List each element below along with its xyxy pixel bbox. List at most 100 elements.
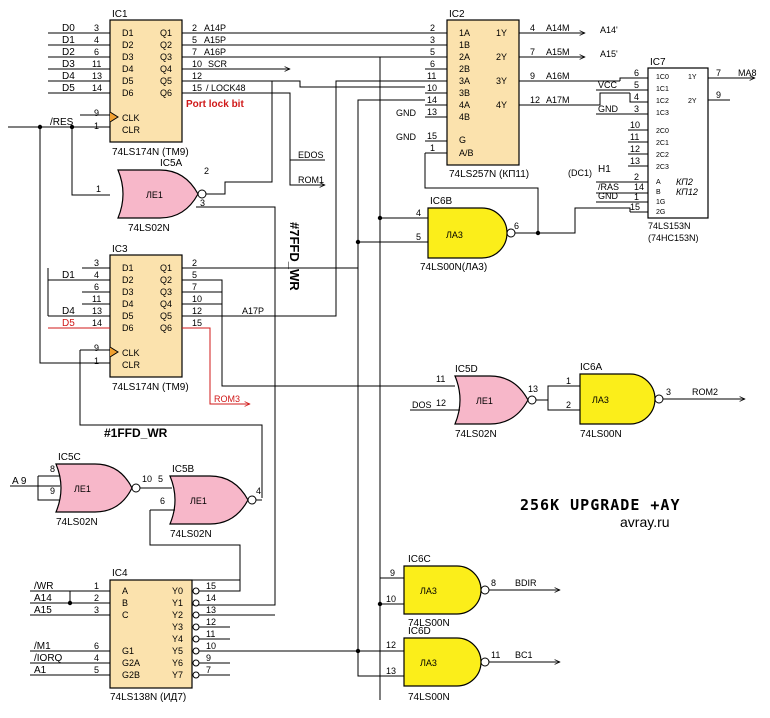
ic2-body — [446, 19, 520, 166]
svg-text:11: 11 — [206, 629, 215, 639]
sig-a17p: A17P — [242, 306, 264, 316]
site-text: avray.ru — [620, 514, 670, 530]
ic2-gnd-b: GND — [396, 132, 417, 142]
ic7-pin-1y: 1Y — [688, 74, 697, 81]
sig-a15-out: A15' — [600, 49, 618, 59]
sig-d5: D5 — [62, 83, 75, 94]
ic2: IC2 74LS257N (КП11) 1A 1B 2A 2B 3A 3B 4A… — [380, 9, 630, 180]
ic7-pin-a: A — [656, 179, 661, 186]
ic1-part: 74LS174N (ТМ9) — [112, 147, 189, 158]
ic4: IC4 74LS138N (ИД7) A B C G1 G2A G2B Y0 Y… — [30, 568, 358, 703]
ic5c-sym: ЛЕ1 — [74, 484, 91, 494]
ic1-pin-q5: Q5 — [160, 76, 172, 86]
ic7-pin-2g: 2G — [656, 209, 665, 216]
ic4-name: IC4 — [112, 568, 128, 579]
svg-text:15: 15 — [192, 83, 202, 93]
ic5c-name: IC5C — [58, 452, 81, 463]
svg-text:9: 9 — [94, 343, 99, 353]
svg-text:13: 13 — [630, 156, 640, 166]
ic4-pin-g2a: G2A — [122, 658, 140, 668]
svg-text:4: 4 — [634, 92, 639, 102]
svg-text:12: 12 — [436, 398, 446, 408]
svg-text:12: 12 — [630, 144, 640, 154]
ic5b-part: 74LS02N — [170, 529, 212, 540]
ic7-part2: (74HC153N) — [648, 233, 699, 243]
svg-text:14: 14 — [206, 593, 216, 603]
svg-text:15: 15 — [206, 581, 216, 591]
svg-text:11: 11 — [427, 71, 436, 81]
ic4-pin-y7: Y7 — [172, 670, 183, 680]
ic7-pin-1g: 1G — [656, 199, 665, 206]
ic1-pin-q6: Q6 — [160, 88, 172, 98]
ic1-pin-clr: CLR — [122, 125, 141, 135]
ic2-pin-3y: 3Y — [496, 76, 507, 86]
svg-text:13: 13 — [92, 306, 102, 316]
ic2-pin-3a: 3A — [459, 76, 470, 86]
ic4-pin-y6: Y6 — [172, 658, 183, 668]
sig-rom2: ROM2 — [692, 387, 718, 397]
ic7-h1: H1 — [598, 164, 611, 175]
svg-text:1: 1 — [94, 121, 99, 131]
ic6a-sym: ЛА3 — [592, 395, 609, 405]
ic2-pin-1b: 1B — [459, 40, 470, 50]
ic4-pin-c: C — [122, 610, 129, 620]
ic7-pin-2c3: 2C3 — [656, 164, 669, 171]
ic7-pin-2y: 2Y — [688, 98, 697, 105]
svg-text:2: 2 — [430, 23, 435, 33]
svg-text:2: 2 — [566, 400, 571, 410]
ic7-body — [647, 67, 709, 219]
sig-dos: DOS — [412, 400, 432, 410]
ic4-pin-a: A — [122, 586, 128, 596]
ic1-pin-d4: D4 — [122, 64, 134, 74]
svg-text:7: 7 — [206, 665, 211, 675]
ic2-pin-g: G — [459, 135, 466, 145]
note-1ffd: #1FFD_WR — [104, 426, 168, 440]
svg-text:9: 9 — [94, 108, 99, 118]
svg-text:12: 12 — [192, 306, 202, 316]
svg-text:10: 10 — [192, 294, 202, 304]
sig-a9: A 9 — [12, 476, 27, 487]
svg-text:5: 5 — [158, 474, 163, 484]
gate-ic6a: ЛА3 IC6A 74LS00N 3 ROM2 — [579, 362, 745, 440]
ic1-pin-q1: Q1 — [160, 28, 172, 38]
sig-scr: SCR — [208, 59, 228, 69]
svg-text:10: 10 — [142, 474, 152, 484]
ic5d-sym: ЛЕ1 — [476, 396, 493, 406]
svg-text:3: 3 — [94, 258, 99, 268]
ic7-kp2: КП12 — [676, 187, 698, 197]
svg-text:1: 1 — [430, 143, 435, 153]
ic7-part: 74LS153N — [648, 221, 691, 231]
svg-text:6: 6 — [430, 59, 435, 69]
svg-text:11: 11 — [436, 374, 445, 384]
ic4-pin-y5: Y5 — [172, 646, 183, 656]
svg-text:3: 3 — [94, 605, 99, 615]
ic7-pin-1c0: 1C0 — [656, 74, 669, 81]
ic3-part: 74LS174N (ТМ9) — [112, 382, 189, 393]
ic1-pin-d3: D3 — [122, 52, 134, 62]
ic7-pin-2c1: 2C1 — [656, 140, 669, 147]
ic1-name: IC1 — [112, 9, 128, 20]
gate-ic5d: ЛЕ1 IC5D 74LS02N 11 12 DOS 13 1 2 — [410, 364, 580, 440]
svg-text:4: 4 — [416, 208, 421, 218]
ic6d-part: 74LS00N — [408, 692, 450, 703]
ic5b-name: IC5B — [172, 464, 195, 475]
svg-text:13: 13 — [92, 71, 102, 81]
sig-rom1: ROM1 — [298, 175, 324, 185]
ic4-pin-b: B — [122, 598, 128, 608]
ic4-body — [109, 579, 193, 689]
ic6c-part: 74LS00N — [408, 618, 450, 629]
svg-text:4: 4 — [530, 23, 535, 33]
ic3-pin-clk: CLK — [122, 348, 140, 358]
svg-text:5: 5 — [416, 232, 421, 242]
svg-text:10: 10 — [192, 59, 202, 69]
sig-d3: D3 — [62, 59, 75, 70]
gate-ic6b: ЛА3 IC6B 74LS00N(ЛА3) 4 5 6 — [355, 99, 631, 700]
ic4-pin-y1: Y1 — [172, 598, 183, 608]
svg-text:10: 10 — [206, 641, 216, 651]
sig-d4: D4 — [62, 71, 75, 82]
sig-a14-out: A14' — [600, 25, 618, 35]
svg-text:10: 10 — [386, 594, 396, 604]
sig-edos: EDOS — [298, 150, 324, 160]
ic2-pin-2a: 2A — [459, 52, 470, 62]
svg-text:12: 12 — [530, 95, 540, 105]
